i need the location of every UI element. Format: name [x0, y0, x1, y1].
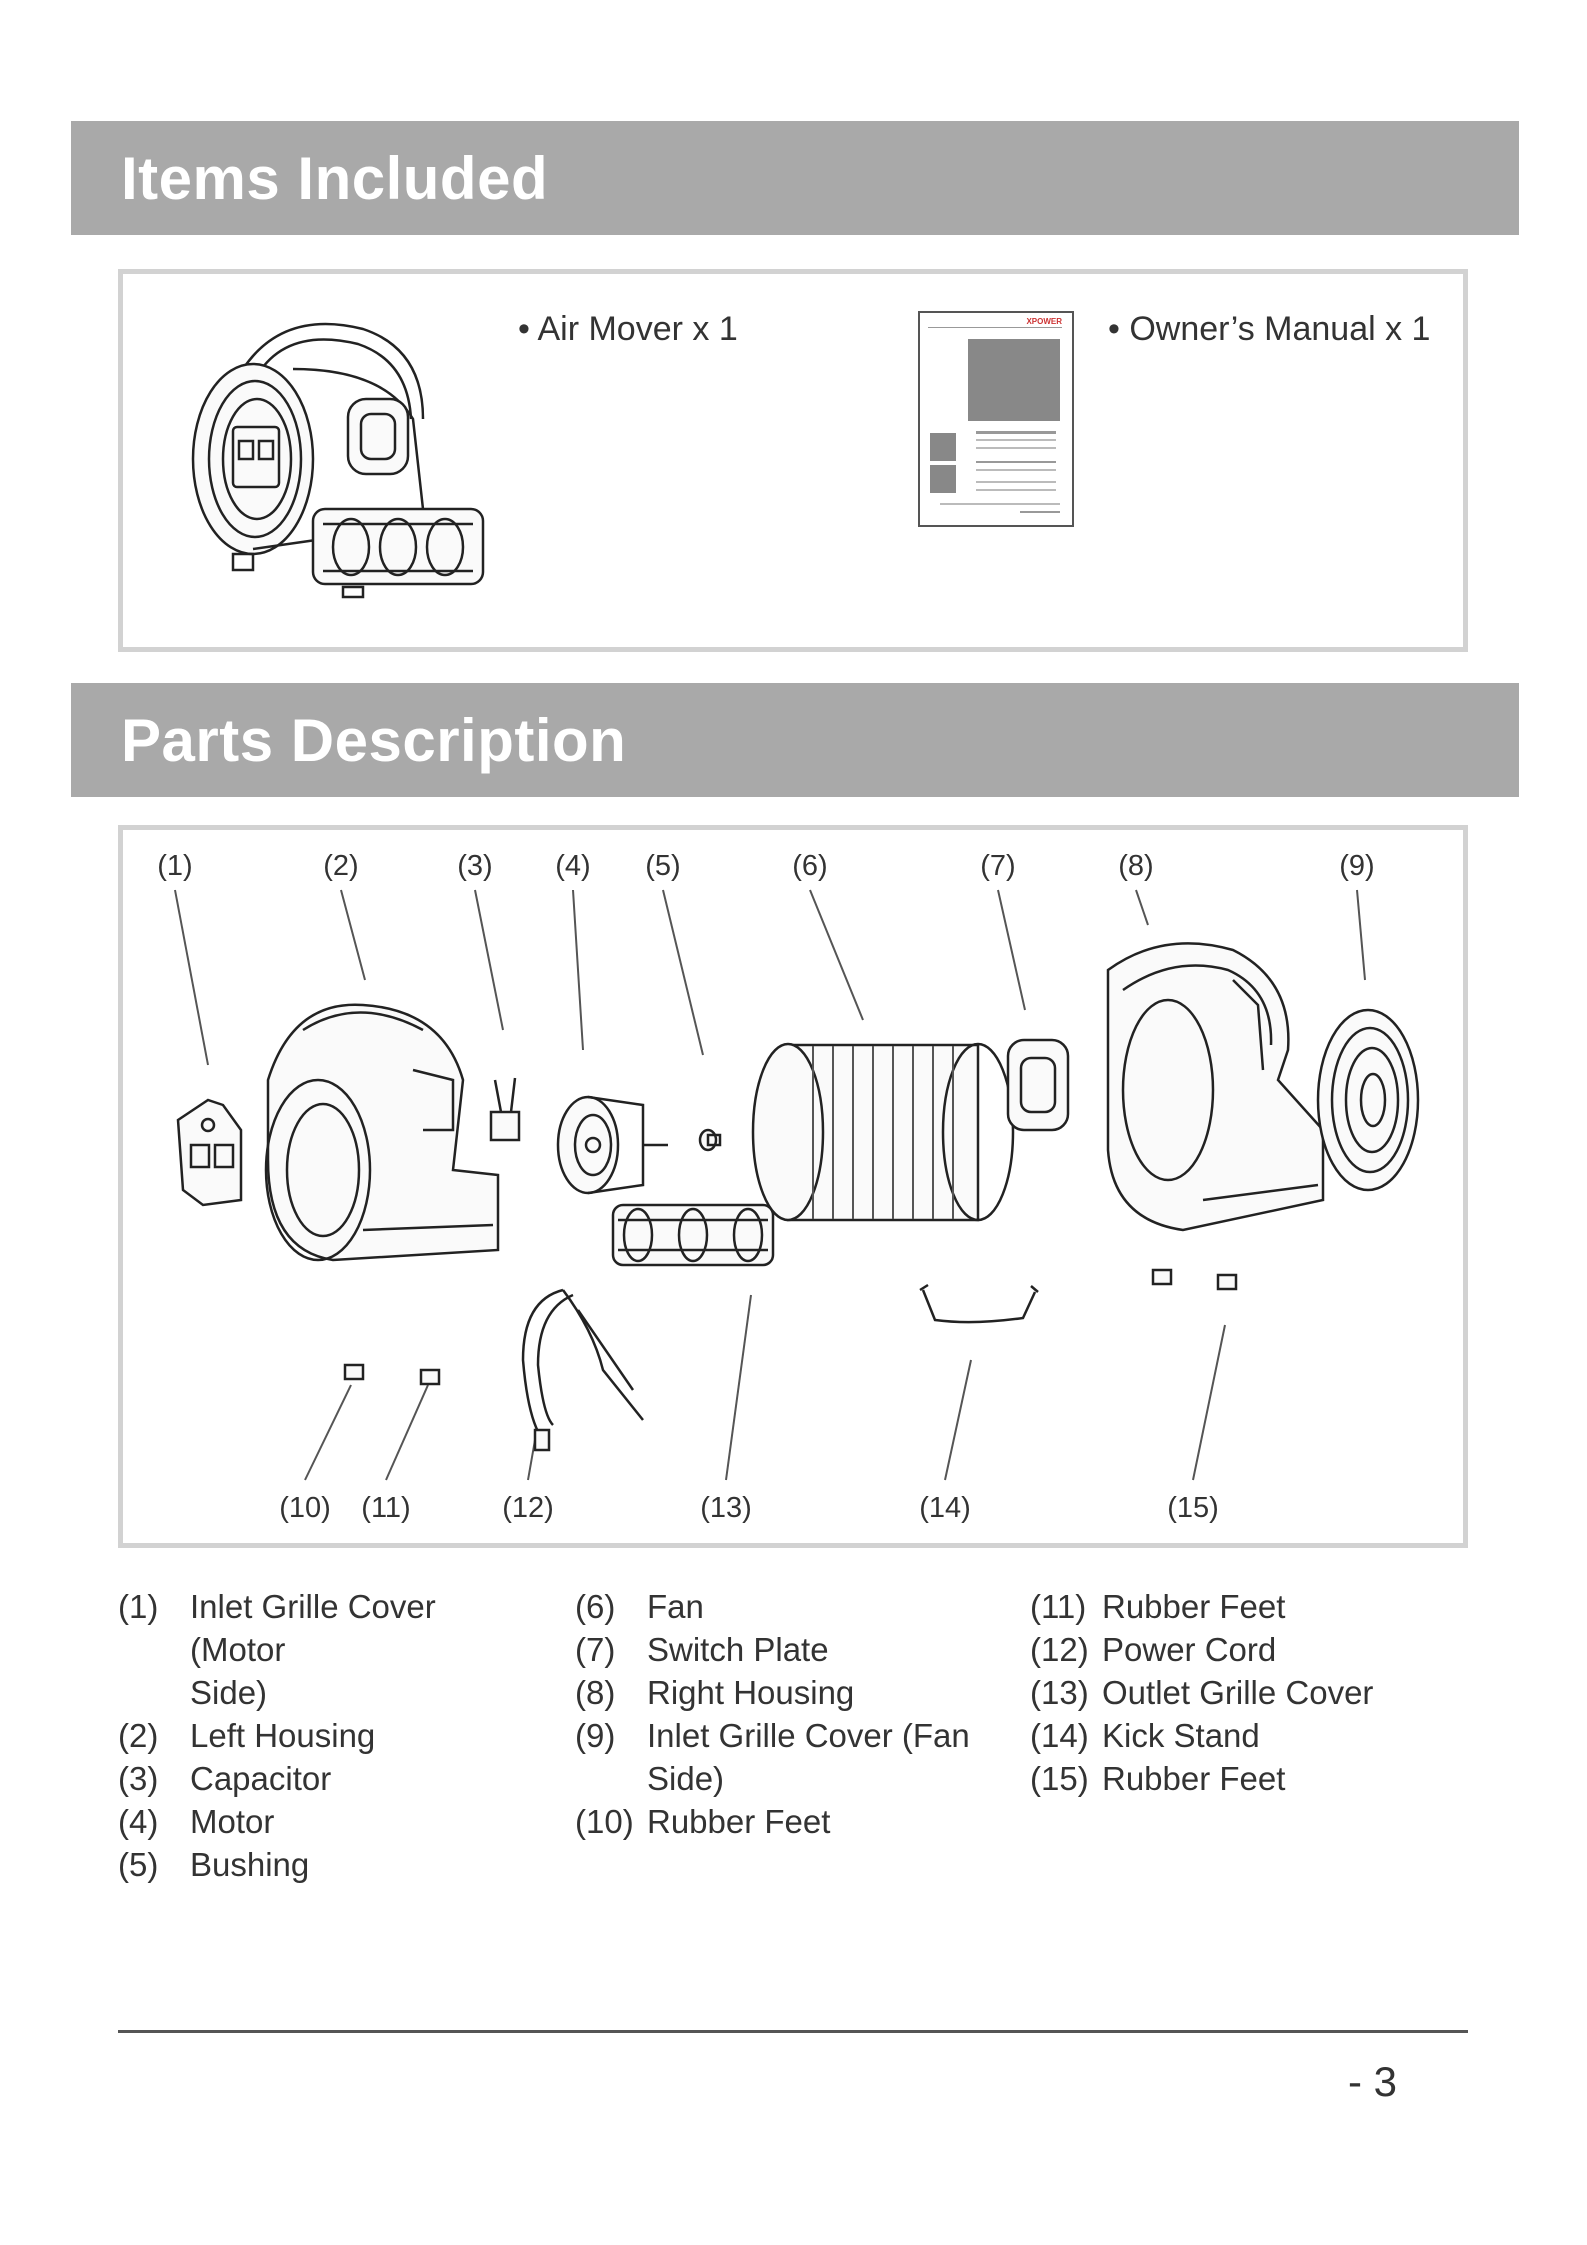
- footer-divider: [118, 2030, 1468, 2033]
- callout-11: (11): [361, 1492, 411, 1524]
- page-number: - 3: [1347, 2058, 1397, 2105]
- legend-text: Outlet Grille Cover: [1102, 1674, 1374, 1711]
- legend-text: Rubber Feet: [1102, 1760, 1286, 1797]
- legend-num: (13): [1030, 1674, 1089, 1711]
- legend-num: (1): [118, 1588, 159, 1625]
- items-included-heading: Items Included: [121, 144, 549, 212]
- part-7-switch-plate: [1006, 1038, 1070, 1132]
- legend-text: Motor: [190, 1803, 275, 1840]
- legend-text: Right Housing: [647, 1674, 855, 1711]
- legend-text-cont: Side): [647, 1760, 725, 1797]
- legend-text: Rubber Feet: [1102, 1588, 1286, 1625]
- part-2-left-housing: [264, 1003, 500, 1262]
- legend-text: Inlet Grille Cover (Motor: [190, 1588, 436, 1668]
- part-6-fan: [751, 1042, 1015, 1222]
- callout-3: (3): [457, 850, 493, 882]
- legend-num: (14): [1030, 1717, 1089, 1754]
- parts-description-banner: Parts Description: [71, 683, 1519, 797]
- part-10-rubber-foot: [343, 1363, 365, 1381]
- legend-num: (9): [575, 1717, 616, 1754]
- part-15-rubber-foot-a: [1151, 1268, 1173, 1286]
- callout-9: (9): [1339, 850, 1375, 882]
- callout-8: (8): [1118, 850, 1154, 882]
- legend-num: (3): [118, 1760, 159, 1797]
- legend-num: (4): [118, 1803, 159, 1840]
- legend-text: Bushing: [190, 1846, 310, 1883]
- callout-1: (1): [157, 850, 193, 882]
- items-included-banner: Items Included: [71, 121, 1519, 235]
- legend-num: (6): [575, 1588, 616, 1625]
- part-15-rubber-foot-b: [1216, 1273, 1238, 1291]
- callout-4: (4): [555, 850, 591, 882]
- callout-14: (14): [919, 1492, 971, 1524]
- legend-num: (10): [575, 1803, 634, 1840]
- legend-text: Power Cord: [1102, 1631, 1277, 1668]
- legend-text: Left Housing: [190, 1717, 376, 1754]
- manual-brand-logo: XPOWER: [1026, 317, 1062, 326]
- legend-num: (7): [575, 1631, 616, 1668]
- callout-2: (2): [323, 850, 359, 882]
- callout-5: (5): [645, 850, 681, 882]
- items-included-box: • Air Mover x 1 XPOWER • Owner’s Manual …: [118, 269, 1468, 652]
- callout-13: (13): [700, 1492, 752, 1524]
- part-3-capacitor: [489, 1077, 521, 1142]
- callout-10: (10): [279, 1492, 331, 1524]
- callout-7: (7): [980, 850, 1016, 882]
- legend-column-3: (11) Rubber Feet (12) Power Cord (13) Outle…: [1030, 1585, 1470, 1800]
- part-12-power-cord: [521, 1288, 644, 1452]
- callout-12: (12): [502, 1492, 554, 1524]
- part-11-rubber-foot: [419, 1368, 441, 1386]
- air-mover-illustration: [191, 322, 485, 599]
- legend-num: (15): [1030, 1760, 1089, 1797]
- legend-column-1: (1) Inlet Grille Cover (Motor Side) (2) Le…: [118, 1585, 538, 1886]
- legend-num: (5): [118, 1846, 159, 1883]
- item-owners-manual: • Owner’s Manual x 1: [1108, 310, 1431, 348]
- legend-num: (11): [1030, 1588, 1087, 1625]
- legend-num: (12): [1030, 1631, 1089, 1668]
- exploded-parts-diagram: [174, 889, 1420, 1481]
- legend-column-2: (6)Fan (7)Switch Plate (8)Right Housing …: [575, 1585, 995, 1843]
- part-13-outlet-grille: [611, 1203, 775, 1267]
- item-air-mover: • Air Mover x 1: [518, 310, 738, 348]
- legend-text: Fan: [647, 1588, 704, 1625]
- callout-6: (6): [792, 850, 828, 882]
- callout-15: (15): [1167, 1492, 1219, 1524]
- legend-num: (8): [575, 1674, 616, 1711]
- part-4-motor: [556, 1095, 668, 1195]
- legend-text: Kick Stand: [1102, 1717, 1260, 1754]
- legend-text: Capacitor: [190, 1760, 332, 1797]
- legend-text-cont: Side): [190, 1674, 268, 1711]
- parts-description-heading: Parts Description: [121, 706, 627, 774]
- part-14-kick-stand: [919, 1283, 1039, 1324]
- legend-text: Rubber Feet: [647, 1803, 831, 1840]
- part-8-right-housing: [1106, 942, 1325, 1232]
- parts-diagram-box: (1) (2) (3) (4) (5) (6) (7) (8) (9) (10)…: [118, 825, 1468, 1548]
- legend-num: (2): [118, 1717, 159, 1754]
- part-9-inlet-grille-fan: [1316, 1008, 1420, 1192]
- part-5-bushing: [698, 1128, 722, 1152]
- legend-text: Switch Plate: [647, 1631, 829, 1668]
- legend-text: Inlet Grille Cover (Fan: [647, 1717, 970, 1754]
- owners-manual-illustration: XPOWER: [918, 311, 1074, 527]
